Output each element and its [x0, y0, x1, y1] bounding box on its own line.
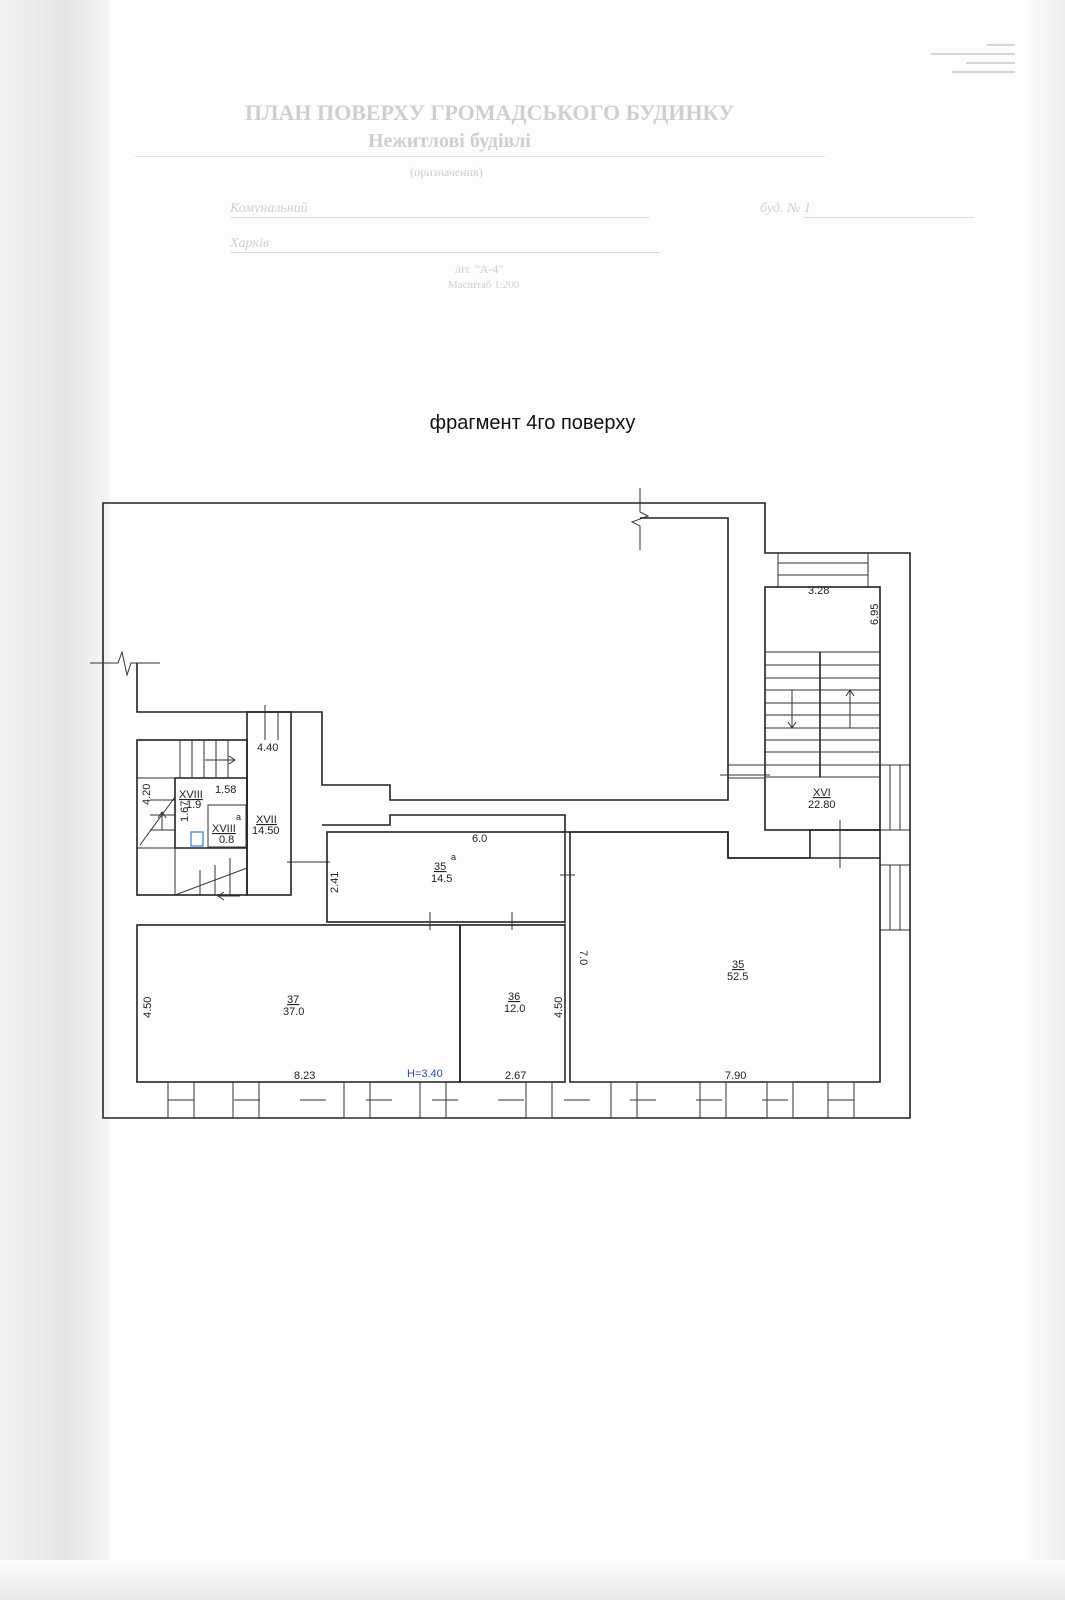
dim-36-length: 4.50	[553, 997, 565, 1018]
building-number: буд. № 1	[760, 201, 974, 218]
room-xviii-a-area: 0.8	[219, 834, 234, 846]
dim-stair-length: 6.95	[869, 604, 881, 625]
large-hall-wall	[136, 517, 729, 801]
dim-xviii-length: 1.67	[179, 801, 191, 822]
room-xviii-number: XVIII	[179, 789, 203, 801]
arrow-right-icon	[205, 755, 236, 765]
room-xvii-number: XVII	[256, 814, 277, 826]
room-xviii-a-suffix: а	[236, 812, 241, 822]
dim-corridor-xvii: 4.40	[257, 742, 278, 754]
room-xviii-area: 1.9	[186, 799, 201, 811]
toilet-icon	[190, 831, 204, 847]
building-purpose: Нежитлові будівлі	[368, 130, 531, 152]
room-37-area: 37.0	[283, 1006, 304, 1018]
outer-wall	[102, 502, 911, 1119]
room-36-number: 36	[508, 991, 520, 1003]
building-number-value: 1	[803, 201, 974, 218]
room-xvi-number: XVI	[813, 787, 831, 799]
dim-36-width: 2.67	[505, 1070, 526, 1082]
corridor-wall	[322, 814, 881, 859]
room-35-area: 52.5	[727, 971, 748, 983]
scale-label: Масштаб 1:200	[448, 279, 520, 291]
purpose-underline	[135, 156, 825, 157]
dim-xviii-width: 1.58	[215, 784, 236, 796]
arrow-down-icon	[787, 690, 797, 729]
scan-shadow-right	[1025, 0, 1065, 1600]
city-value: Харків	[230, 236, 660, 253]
room-35a-area: 14.5	[431, 873, 452, 885]
letter-label: літ. "А-4"	[455, 262, 504, 276]
corner-stamp: ▬▬▬▬▬▬▬▬▬▬▬▬▬▬▬▬▬▬▬▬▬▬▬▬▬▬▬▬▬▬▬▬	[931, 41, 1015, 75]
ownership-value: Комунальний	[230, 201, 650, 218]
break-mark-left	[90, 650, 160, 677]
room-xviii-a-number: XVIII	[212, 823, 236, 835]
room-xviii-a	[207, 804, 247, 848]
building-number-label: буд. №	[760, 201, 801, 216]
room-36-area: 12.0	[504, 1003, 525, 1015]
room-xvii-area: 14.50	[252, 825, 280, 837]
corridor-xvii	[246, 711, 292, 896]
arrow-left-icon	[217, 891, 240, 901]
stair-steps-east	[720, 764, 910, 931]
stairwell-xvi	[764, 586, 881, 831]
dim-35a-width: 6.0	[472, 833, 487, 845]
dim-stair-width: 3.28	[808, 585, 829, 597]
scan-shadow-left	[0, 0, 110, 1600]
purpose-caption: (призначення)	[410, 165, 483, 179]
plan-title: фрагмент 4го поверху	[429, 412, 636, 434]
document-title: ПЛАН ПОВЕРХУ ГРОМАДСЬКОГО БУДИНКУ	[245, 100, 735, 125]
arrow-up-icon	[845, 689, 855, 728]
dim-37-length: 4.50	[142, 997, 154, 1018]
break-mark-top	[630, 488, 650, 550]
room-37-number: 37	[287, 994, 299, 1006]
ownership-text: Комунальний	[230, 201, 650, 218]
dim-35-length: 7.0	[577, 950, 589, 965]
room-35-number: 35	[732, 959, 744, 971]
windows	[167, 1081, 860, 1119]
ceiling-height: H=3.40	[407, 1068, 443, 1080]
scan-shadow-bottom	[0, 1560, 1065, 1600]
room-xvi-area: 22.80	[808, 799, 836, 811]
city-text: Харків	[230, 236, 660, 253]
room-35	[569, 831, 881, 1083]
dim-35a-length: 2.41	[329, 872, 341, 893]
room-35a-number: 35	[434, 861, 446, 873]
stair-steps-right	[765, 553, 880, 766]
arrow-up-icon	[157, 811, 167, 830]
stair-steps-left	[137, 705, 330, 896]
dim-37-width: 8.23	[294, 1070, 315, 1082]
room-35a-suffix: а	[451, 852, 456, 862]
dim-left-stair: 4.20	[141, 784, 153, 805]
dim-35-width: 7.90	[725, 1070, 746, 1082]
